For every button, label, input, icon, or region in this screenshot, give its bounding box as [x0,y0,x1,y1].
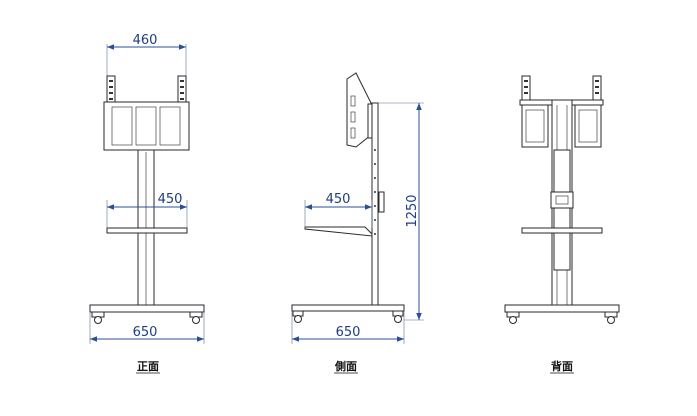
side-caster-front [292,310,304,323]
front-view-label: 正面 [137,360,159,373]
front-plate-panel-right [159,106,181,146]
side-base-dim: 650 [336,325,361,340]
side-column [371,102,379,307]
side-bracket-slots [350,95,356,139]
back-column-channel [553,149,571,271]
side-view-label: 側面 [334,359,357,373]
back-view-label: 背面 [551,359,573,373]
front-caster-left [91,311,105,324]
back-view: 背面 [504,75,620,374]
front-top-dim: 460 [133,33,158,48]
back-caster-right [604,311,618,324]
front-shelf-dim: 450 [158,192,183,207]
back-rail-holes [524,80,599,94]
front-plate-panel-left [111,106,133,146]
side-caster-back [392,310,404,323]
front-mount-plate [103,101,190,151]
side-height-dim: 1250 [405,194,420,227]
front-base [89,304,205,313]
back-caster-left [506,311,520,324]
side-mount-bracket [346,72,372,148]
side-shelf-dim: 450 [326,192,351,207]
back-shelf [521,227,603,234]
back-base [504,304,620,313]
side-shelf-arm [304,226,373,237]
front-caster-right [189,311,203,324]
front-view: 460 450 [89,33,205,374]
side-column-holes [374,149,376,235]
back-clamp [550,191,574,209]
front-base-dim: 650 [133,325,158,340]
side-base [291,304,405,312]
side-handle [378,191,385,213]
side-view: 450 1250 650 側面 [291,72,424,374]
front-shelf [106,227,188,234]
front-plate-panel-mid [135,106,157,146]
